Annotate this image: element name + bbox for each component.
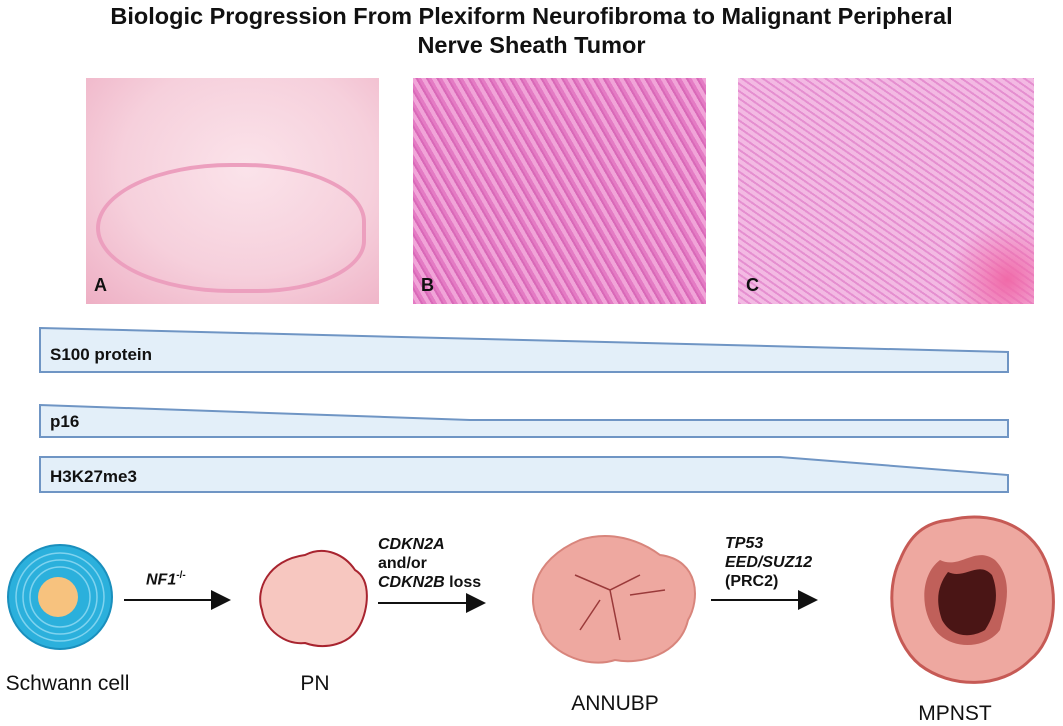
h3k27me3-label: H3K27me3 [50,467,137,486]
gene-tp53: TP53 [725,535,764,552]
stage-label-pn: PN [300,672,330,695]
transition-prc2: TP53 EED/SUZ12 (PRC2) [725,534,812,591]
panel-label-a: A [94,275,107,295]
loss-text: loss [444,574,482,591]
histology-panel-b: B [413,78,706,304]
p16-wedge [39,403,1009,438]
schwann-cell-icon [7,544,113,650]
gene-nf1: NF1 [146,571,177,589]
pn-tumor-icon [259,550,368,647]
stage-label-schwann-cell: Schwann cell [5,672,130,695]
mpnst-tumor-icon [890,515,1055,684]
stage-label-mpnst: MPNST [918,702,992,725]
transition-cdkn2: CDKN2A and/or CDKN2B loss [378,535,481,592]
histology-panel-a: A [86,78,379,304]
gene-cdkn2b: CDKN2B [378,574,445,591]
figure-title-line1: Biologic Progression From Plexiform Neur… [110,3,953,29]
nf1-superscript: -/- [176,570,186,581]
histology-panel-c: C [738,78,1034,304]
annubp-tumor-icon [532,534,696,664]
panel-label-c: C [746,275,759,295]
stage-label-annubp: ANNUBP [571,692,659,715]
figure-title-line2: Nerve Sheath Tumor [417,32,646,58]
s100-label: S100 protein [50,345,153,364]
transition-nf1: NF1-/- [146,566,186,589]
gene-eed-suz12: EED/SUZ12 [725,554,813,571]
s100-wedge [39,326,1009,373]
gene-cdkn2a: CDKN2A [378,536,445,553]
prc2-text: (PRC2) [725,573,779,590]
panel-label-b: B [421,275,434,295]
h3k27me3-wedge [39,456,1009,493]
and-or-text: and/or [378,555,427,572]
p16-label: p16 [50,412,80,431]
